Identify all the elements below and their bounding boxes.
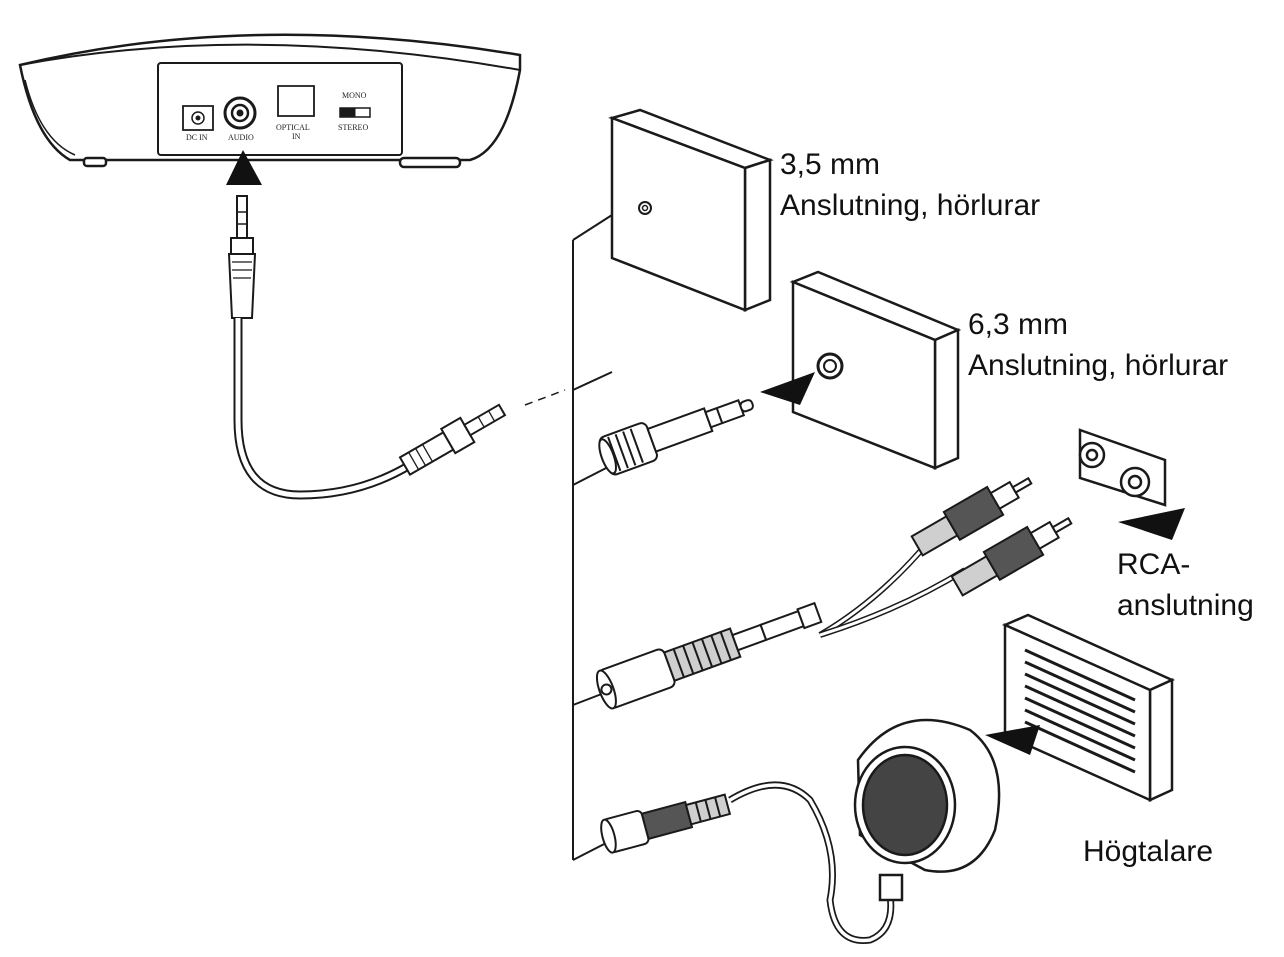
mono-stereo-switch — [340, 108, 370, 117]
optical-label-2: IN — [292, 132, 301, 141]
speaker-grille-slots — [1025, 650, 1135, 772]
rca-splitter — [593, 467, 1078, 711]
audio-port-label: AUDIO — [228, 133, 254, 142]
dc-in-port — [183, 106, 213, 130]
label-speaker: Högtalare — [1083, 835, 1214, 868]
mono-label: MONO — [342, 91, 367, 100]
speaker-cable — [598, 785, 891, 941]
minijack-cable — [229, 196, 565, 495]
jack-63mm-adapter — [595, 385, 759, 477]
audio-port — [225, 98, 255, 128]
label-35mm-size: 3,5 mm — [780, 148, 881, 181]
adapter-panel — [573, 215, 612, 860]
label-rca-1: RCA- — [1117, 548, 1191, 581]
optical-in-port — [278, 86, 314, 116]
optical-label-1: OPTICAL — [276, 123, 310, 132]
jack-35mm-block — [612, 110, 770, 310]
arrow-up-icon — [226, 150, 262, 185]
stereo-label: STEREO — [338, 123, 368, 132]
label-35mm-desc: Anslutning, hörlurar — [780, 189, 1041, 222]
jack-63mm-block — [793, 272, 958, 468]
label-rca-2: anslutning — [1117, 589, 1254, 622]
speaker-unit — [855, 720, 999, 900]
dc-in-label: DC IN — [186, 133, 208, 142]
receiver-device — [20, 35, 520, 167]
label-63mm-desc: Anslutning, hörlurar — [968, 349, 1229, 382]
label-63mm-size: 6,3 mm — [968, 308, 1069, 341]
arrow-left-icon-speaker — [985, 725, 1040, 755]
arrow-left-icon — [760, 372, 815, 405]
rca-sockets — [1080, 430, 1165, 505]
arrow-left-icon-rca — [1118, 508, 1185, 540]
speaker-grille — [1005, 615, 1172, 800]
